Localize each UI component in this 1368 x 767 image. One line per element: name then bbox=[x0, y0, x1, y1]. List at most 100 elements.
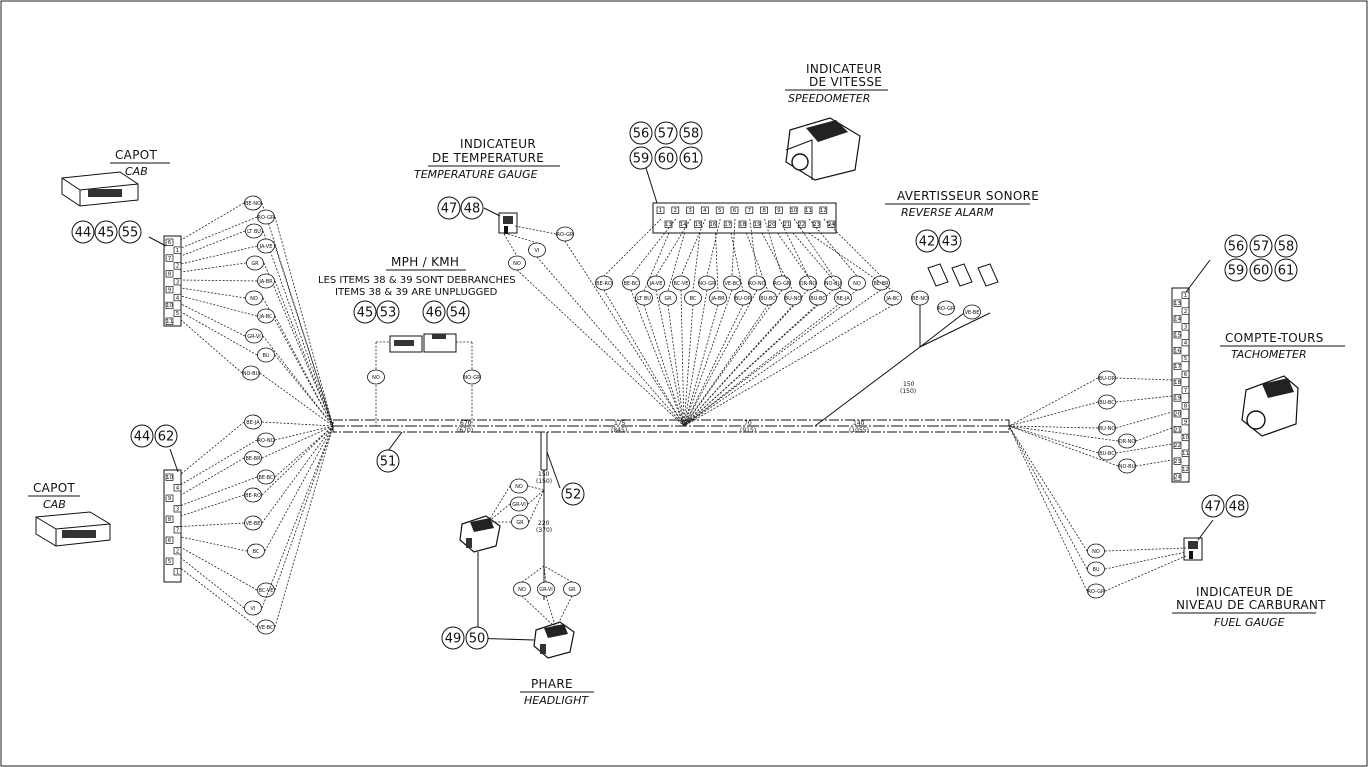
headlight-connector-top-icon bbox=[459, 515, 501, 553]
cab-top-pin-1: 1 bbox=[173, 246, 182, 254]
speed-pin-bottom-5: 18 bbox=[738, 220, 746, 228]
speed-pin-top-0-label: 1 bbox=[659, 208, 663, 214]
cab-top-pin-3-label: 2 bbox=[176, 264, 180, 270]
cab-top-pin-9: 5 bbox=[173, 309, 182, 317]
fuel-title-line1: INDICATEUR DE bbox=[1196, 585, 1294, 599]
callout-c57a-label: 57 bbox=[658, 127, 675, 142]
callout-c54-label: 54 bbox=[450, 306, 467, 321]
wire-tag-mph-1-label: NO-GR bbox=[463, 375, 481, 381]
tach-pin-2-label: 2 bbox=[1184, 309, 1188, 315]
dim-140: 140 bbox=[853, 420, 865, 427]
callout-c57a: 57 bbox=[654, 121, 678, 145]
alarm-subtitle: REVERSE ALARM bbox=[901, 206, 994, 219]
callout-c48b: 48 bbox=[1225, 494, 1249, 518]
tach-pin-16: 9 bbox=[1181, 418, 1190, 425]
cab-bottom-connector-icon bbox=[35, 511, 111, 547]
cab-bottom-title: CAPOT bbox=[33, 481, 75, 495]
wire-tag-speed-bottom-6: BU-NO bbox=[784, 290, 802, 306]
wire-tag-speed-top-0-label: BE-RO bbox=[596, 281, 612, 287]
cab-top-pin-3: 2 bbox=[173, 262, 182, 270]
wire-tag-cab-bottom-5: VE-BE bbox=[244, 515, 262, 531]
speed-pin-bottom-11-label: 24 bbox=[828, 222, 835, 228]
tach-pin-13: 19 bbox=[1173, 394, 1181, 402]
wire-tag-alarm-1: RO-GR bbox=[937, 300, 955, 316]
cab-bottom-pin-5-label: 7 bbox=[176, 528, 180, 534]
cab-top-pin-7: 4 bbox=[173, 293, 182, 301]
callout-c44b-label: 44 bbox=[134, 430, 151, 445]
tach-pin-18-label: 10 bbox=[1182, 435, 1189, 441]
tach-pin-20-label: 11 bbox=[1182, 451, 1189, 457]
callout-c45b-label: 45 bbox=[357, 306, 374, 321]
callout-c61a-label: 61 bbox=[683, 152, 700, 167]
wire-tag-alarm-0: BE-NO bbox=[911, 290, 929, 306]
speed-pin-bottom-4: 17 bbox=[723, 220, 732, 228]
wire-tag-tach-0-label: BU-OR bbox=[1099, 376, 1116, 382]
speed-pin-top-3-label: 4 bbox=[703, 208, 707, 214]
wire-tag-cab-top-9: BU bbox=[257, 347, 275, 363]
tach-pin-22: 12 bbox=[1181, 465, 1190, 473]
wire-tag-cab-bottom-1-label: RO-NO bbox=[257, 438, 274, 444]
speed-pin-top-2-label: 3 bbox=[688, 208, 692, 214]
trunk-dimensions: 670 (670) 175 (845) 70 (915) 140 (1055) … bbox=[457, 381, 916, 534]
speed-pin-top-5: 6 bbox=[730, 206, 739, 214]
callout-c46-label: 46 bbox=[426, 306, 443, 321]
wire-tag-speed-top-3-label: BC-VE bbox=[674, 281, 689, 287]
cab-bottom-pin-9: 1 bbox=[173, 568, 182, 576]
wire-tag-cab-bottom-3-label: BE-BC bbox=[258, 475, 274, 481]
speed-pin-top-9: 10 bbox=[789, 206, 798, 214]
speedometer-connector-icon bbox=[785, 117, 861, 181]
cab-bottom-pin-6: 6 bbox=[165, 536, 174, 544]
speed-pin-top-4: 5 bbox=[715, 206, 724, 214]
cab-bottom-pin-4: 8 bbox=[165, 515, 174, 523]
wire-tag-fuel-0: NO bbox=[1087, 543, 1105, 559]
wire-tag-speed-top-2-label: JA-VE bbox=[649, 281, 663, 287]
cab-bottom-pin-2-label: 9 bbox=[168, 496, 172, 502]
callout-c46: 46 bbox=[422, 300, 446, 324]
wire-tag-cab-top-3: JA-VE bbox=[257, 238, 275, 254]
wire-tag-mph-0-label: NO bbox=[372, 375, 380, 381]
dim-70: 70 bbox=[744, 420, 752, 427]
mph-connector-icon bbox=[389, 333, 457, 353]
cab-top-pin-5: 3 bbox=[173, 278, 182, 286]
mph-kmh-group: MPH / KMH LES ITEMS 38 & 39 SONT DEBRANC… bbox=[318, 255, 516, 426]
wire-tag-cab-bottom-3: BE-BC bbox=[257, 469, 275, 485]
wire-tag-headlight-top-0: NO bbox=[510, 478, 528, 494]
wire-tag-speed-top-6: RO-NO bbox=[748, 275, 766, 291]
tach-pin-1: 13 bbox=[1173, 299, 1181, 307]
wire-tag-speed-bottom-8-label: BE-JA bbox=[836, 296, 850, 302]
wire-tag-speed-top-9-label: NO-BU bbox=[825, 281, 842, 287]
wire-tag-cab-bottom-7-label: BC-VE bbox=[259, 588, 274, 594]
speed-pin-top-5-label: 6 bbox=[733, 208, 737, 214]
wire-tag-cab-top-6: NO bbox=[245, 290, 263, 306]
wire-tag-speed-bottom-3-label: JA-BR bbox=[710, 296, 725, 302]
callout-c56a: 56 bbox=[629, 121, 653, 145]
cab-top-pin-5-label: 3 bbox=[176, 280, 180, 286]
callout-c58b: 58 bbox=[1274, 234, 1298, 258]
wire-tag-cab-bottom-0-label: BE-JA bbox=[246, 420, 260, 426]
wire-tag-cab-top-8-label: GR-VI bbox=[247, 334, 261, 340]
wire-tag-speed-bottom-2: BC bbox=[684, 290, 702, 306]
dim-670: 670 bbox=[460, 420, 472, 427]
wire-tag-tach-4: BU-BC bbox=[1098, 445, 1116, 461]
cab-top-pin-0: 6 bbox=[165, 238, 174, 246]
wire-tag-cab-bottom-6: BC bbox=[247, 543, 265, 559]
wire-tag-headlight-top-0-label: NO bbox=[515, 484, 523, 490]
tach-pin-13-label: 19 bbox=[1174, 396, 1181, 402]
cab-bottom-pin-0: 10 bbox=[165, 473, 173, 481]
cab-top-pin-10-label: 11 bbox=[166, 319, 173, 325]
wire-tag-cab-top-1: RO-GR bbox=[257, 209, 275, 225]
wire-tag-cab-top-0-label: BE-NO bbox=[245, 201, 261, 207]
wire-tag-speed-top-5-label: VE-BC bbox=[724, 281, 740, 287]
wire-tag-speed-top-0: BE-RO bbox=[595, 275, 613, 291]
temp-title-line1: INDICATEUR bbox=[460, 137, 536, 151]
wire-tag-cab-top-4-label: GR bbox=[251, 261, 259, 267]
wire-tag-headlight-top-2-label: GR bbox=[516, 520, 524, 526]
wire-tag-cab-bottom-4-label: BE-RO bbox=[245, 493, 261, 499]
tach-pin-23: 24 bbox=[1173, 473, 1181, 481]
callout-c61a: 61 bbox=[679, 146, 703, 170]
speed-pin-top-0: 1 bbox=[656, 206, 665, 214]
cab-top-pin-10: 11 bbox=[165, 317, 174, 325]
wire-tag-cab-bottom-8-label: VI bbox=[251, 606, 256, 612]
